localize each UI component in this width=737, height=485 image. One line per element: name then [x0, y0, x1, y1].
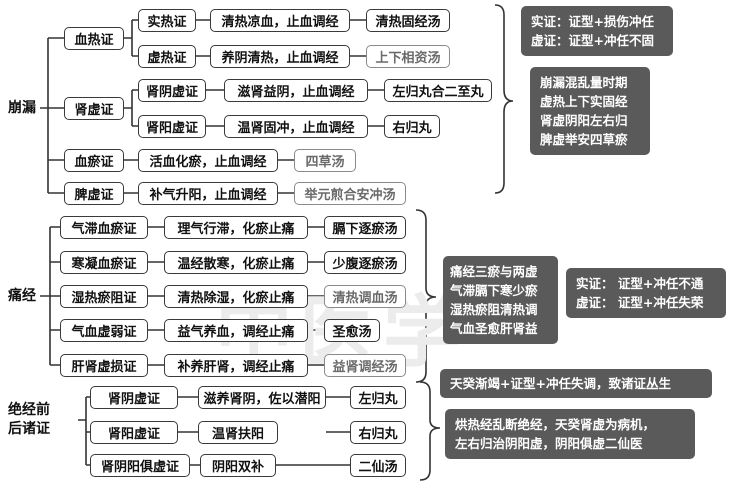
note-benglou-mnemonic: 崩漏混乱量时期 虚热上下实固经 肾虚阴阳左右归 脾虚举安四草瘀: [530, 67, 650, 155]
formula-shenyangxu: 右归丸: [384, 115, 440, 138]
method-shenyinxu-jj: 滋养肾阴，佐以潜阳: [198, 386, 326, 409]
type-shenyinxu: 肾阴虚证: [138, 79, 206, 102]
method-xueyu: 活血化瘀，止血调经: [138, 149, 278, 172]
note-benglou-pathology: 实证：证型+损伤冲任 虚证：证型+冲任不固: [521, 6, 673, 56]
formula-hanningxueyu: 少腹逐瘀汤: [324, 251, 406, 274]
method-shenyangxu: 温肾固冲，止血调经: [224, 115, 368, 138]
method-hanningxueyu: 温经散寒，化瘀止痛: [164, 251, 308, 274]
formula-shenyinyangjuxu: 二仙汤: [350, 454, 406, 477]
method-shenyinxu: 滋肾益阴，止血调经: [224, 79, 368, 102]
formula-xure: 上下相资汤: [366, 45, 450, 68]
formula-shenyinxu: 左归丸合二至丸: [384, 79, 492, 102]
note-tongjing-mnemonic: 痛经三瘀与两虚 气滞膈下寒少瘀 湿热瘀阻清热调 气血圣愈肝肾益: [443, 256, 558, 344]
formula-qixuexuruo: 圣愈汤: [324, 319, 380, 342]
note-juejing-mnemonic: 烘热经乱断绝经，天癸肾虚为病机， 左右归治阴阳虚，阴阳俱虚二仙医: [445, 409, 695, 459]
root-juejing: 绝经前 后诸证: [8, 402, 50, 437]
method-shireyuzu: 清热除湿，化瘀止痛: [164, 285, 308, 308]
method-pixu: 补气升阳，止血调经: [138, 182, 278, 205]
method-shenyinyangjuxu: 阴阳双补: [200, 454, 276, 477]
group-xuere: 血热证: [64, 27, 124, 50]
formula-shireyuzu: 清热调血汤: [324, 285, 406, 308]
type-shenyinyangjuxu: 肾阴阳俱虚证: [90, 454, 190, 477]
note-juejing-pathology: 天癸渐竭+证型+冲任失调，致诸证丛生: [440, 369, 712, 398]
formula-qizhixueyu: 膈下逐瘀汤: [324, 216, 406, 239]
method-shire: 清热凉血，止血调经: [210, 9, 350, 32]
type-qizhixueyu: 气滞血瘀证: [60, 216, 148, 239]
method-qizhixueyu: 理气行滞，化瘀止痛: [164, 216, 308, 239]
type-shenyangxu: 肾阳虚证: [138, 115, 206, 138]
formula-xueyu: 四草汤: [294, 149, 356, 172]
group-xueyu: 血瘀证: [64, 149, 124, 172]
formula-shire: 清热固经汤: [366, 9, 450, 32]
formula-shenyinxu-jj: 左归丸: [350, 386, 406, 409]
note-tongjing-pathology: 实证： 证型+冲任不通 虚证： 证型+冲任失荣: [566, 268, 726, 318]
type-ganshenxusun: 肝肾虚损证: [60, 354, 148, 377]
method-xure: 养阴清热，止血调经: [210, 45, 350, 68]
type-qixuexuruo: 气血虚弱证: [60, 319, 148, 342]
method-shenyangxu-jj: 温肾扶阳: [198, 421, 278, 444]
type-hanningxueyu: 寒凝血瘀证: [60, 251, 148, 274]
method-qixuexuruo: 益气养血，调经止痛: [164, 319, 308, 342]
type-shire: 实热证: [138, 9, 196, 32]
root-tongjing: 痛经: [8, 288, 36, 304]
type-xure: 虚热证: [138, 45, 196, 68]
formula-shenyangxu-jj: 右归丸: [350, 421, 406, 444]
type-shenyangxu-jj: 肾阳虚证: [90, 421, 178, 444]
formula-ganshenxusun: 益肾调经汤: [324, 354, 406, 377]
group-shenxu: 肾虚证: [64, 97, 124, 120]
formula-pixu: 举元煎合安冲汤: [294, 182, 406, 205]
group-pixu: 脾虚证: [64, 182, 124, 205]
root-benglou: 崩漏: [8, 100, 36, 116]
type-shireyuzu: 湿热瘀阻证: [60, 285, 148, 308]
method-ganshenxusun: 补养肝肾，调经止痛: [164, 354, 308, 377]
type-shenyinxu-jj: 肾阴虚证: [90, 386, 178, 409]
